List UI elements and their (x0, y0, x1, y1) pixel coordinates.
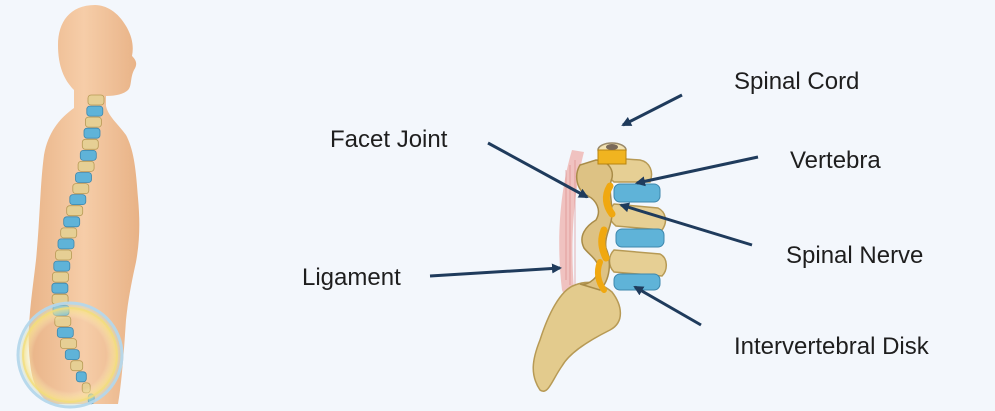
sacrum (533, 282, 620, 391)
arrow-intervertebral-disk (635, 287, 701, 325)
disk-segment (58, 239, 74, 249)
vertebra-segment (53, 272, 69, 282)
vertebra-segment (88, 95, 104, 105)
disk-segment (80, 150, 96, 160)
label-spinal-nerve: Spinal Nerve (786, 244, 923, 268)
arrow-vertebra (637, 157, 758, 183)
arrow-spinal-cord (623, 95, 682, 125)
vertebra-body (610, 250, 667, 276)
disk-segment (52, 283, 68, 293)
intervertebral-disk (616, 229, 664, 247)
disk-segment (70, 195, 86, 205)
intervertebral-disk (614, 184, 660, 202)
vertebra-segment (56, 250, 72, 260)
vertebra-segment (73, 184, 89, 194)
arrow-ligament (430, 268, 560, 276)
label-spinal-cord: Spinal Cord (734, 70, 859, 94)
disk-segment (87, 106, 103, 116)
disk-segment (54, 261, 70, 271)
vertebra-segment (78, 161, 94, 171)
posterior-elements (577, 160, 613, 290)
disk-segment (84, 128, 100, 138)
disk-segment (76, 173, 92, 183)
label-intervertebral-disk: Intervertebral Disk (734, 335, 929, 359)
lower-back-highlight (18, 303, 122, 407)
spinal-canal (606, 144, 618, 150)
spinal-cord-segment (598, 150, 626, 164)
label-facet-joint: Facet Joint (330, 128, 447, 152)
vertebra-segment (85, 117, 101, 127)
label-ligament: Ligament (302, 266, 401, 290)
disk-segment (64, 217, 80, 227)
label-vertebra: Vertebra (790, 149, 881, 173)
vertebra-segment (61, 228, 77, 238)
vertebra-segment (82, 139, 98, 149)
spinal-nerve (602, 230, 606, 258)
vertebra-segment (67, 206, 83, 216)
